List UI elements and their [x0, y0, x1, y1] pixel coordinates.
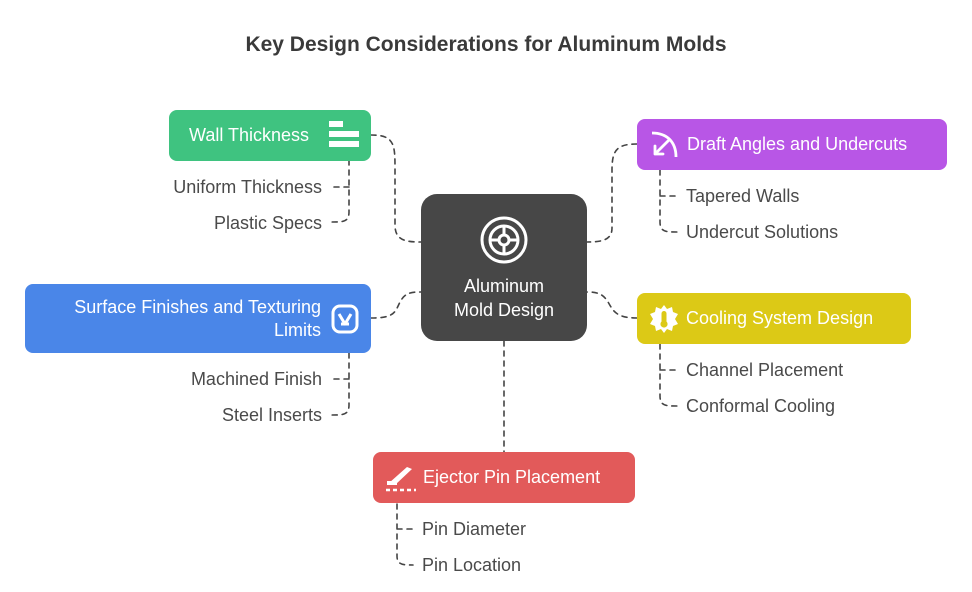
- connector-draft-angles: [586, 143, 638, 243]
- node-draft-angles[interactable]: Draft Angles and Undercuts: [637, 119, 947, 170]
- surface-item-steel-inserts: Steel Inserts: [221, 405, 322, 425]
- connector-surface-items: [331, 352, 350, 416]
- texture-badge-icon: [331, 304, 359, 333]
- angle-arrow-icon: [651, 131, 678, 157]
- cooling-item-conformal-cooling: Conformal Cooling: [686, 396, 836, 416]
- connector-draft-items: [659, 169, 678, 233]
- node-surface-finishes[interactable]: Surface Finishes and Texturing Limits: [25, 284, 371, 353]
- node-draft-angles-label: Draft Angles and Undercuts: [687, 134, 908, 154]
- ejector-item-pin-diameter: Pin Diameter: [422, 519, 527, 539]
- draft-item-undercut-solutions: Undercut Solutions: [686, 222, 839, 242]
- node-surface-finishes-label-line2: Limits: [273, 319, 321, 340]
- mold-target-icon: [480, 216, 528, 264]
- center-node: Aluminum Mold Design: [421, 194, 587, 341]
- draft-item-tapered-walls: Tapered Walls: [686, 186, 800, 206]
- center-label-line1: Aluminum: [463, 276, 544, 296]
- layers-icon: [329, 120, 359, 147]
- connector-surface-finishes: [370, 291, 422, 319]
- node-cooling-system[interactable]: Cooling System Design: [637, 293, 911, 344]
- wall-item-plastic-specs: Plastic Specs: [213, 213, 322, 233]
- node-ejector-pin-label: Ejector Pin Placement: [423, 467, 601, 487]
- node-wall-thickness-label: Wall Thickness: [189, 125, 310, 145]
- ejector-item-pin-location: Pin Location: [422, 555, 522, 575]
- node-ejector-pin[interactable]: Ejector Pin Placement: [373, 452, 635, 503]
- connector-ejector-items: [396, 503, 414, 566]
- node-surface-finishes-label-line1: Surface Finishes and Texturing: [74, 296, 321, 317]
- connector-wall-thickness: [370, 134, 422, 243]
- connector-cooling-items: [659, 343, 678, 407]
- node-wall-thickness[interactable]: Wall Thickness: [169, 110, 371, 161]
- connector-wall-items: [331, 159, 350, 223]
- center-label-line2: Mold Design: [453, 300, 555, 320]
- connector-cooling: [586, 291, 638, 319]
- surface-item-machined-finish: Machined Finish: [190, 369, 322, 389]
- node-cooling-system-label: Cooling System Design: [686, 308, 874, 328]
- ejector-pin-icon: [386, 466, 416, 491]
- cooling-item-channel-placement: Channel Placement: [686, 360, 844, 380]
- wall-item-uniform-thickness: Uniform Thickness: [173, 177, 322, 197]
- diagram-title: Key Design Considerations for Aluminum M…: [245, 33, 727, 56]
- thermometer-gear-icon: [650, 304, 678, 333]
